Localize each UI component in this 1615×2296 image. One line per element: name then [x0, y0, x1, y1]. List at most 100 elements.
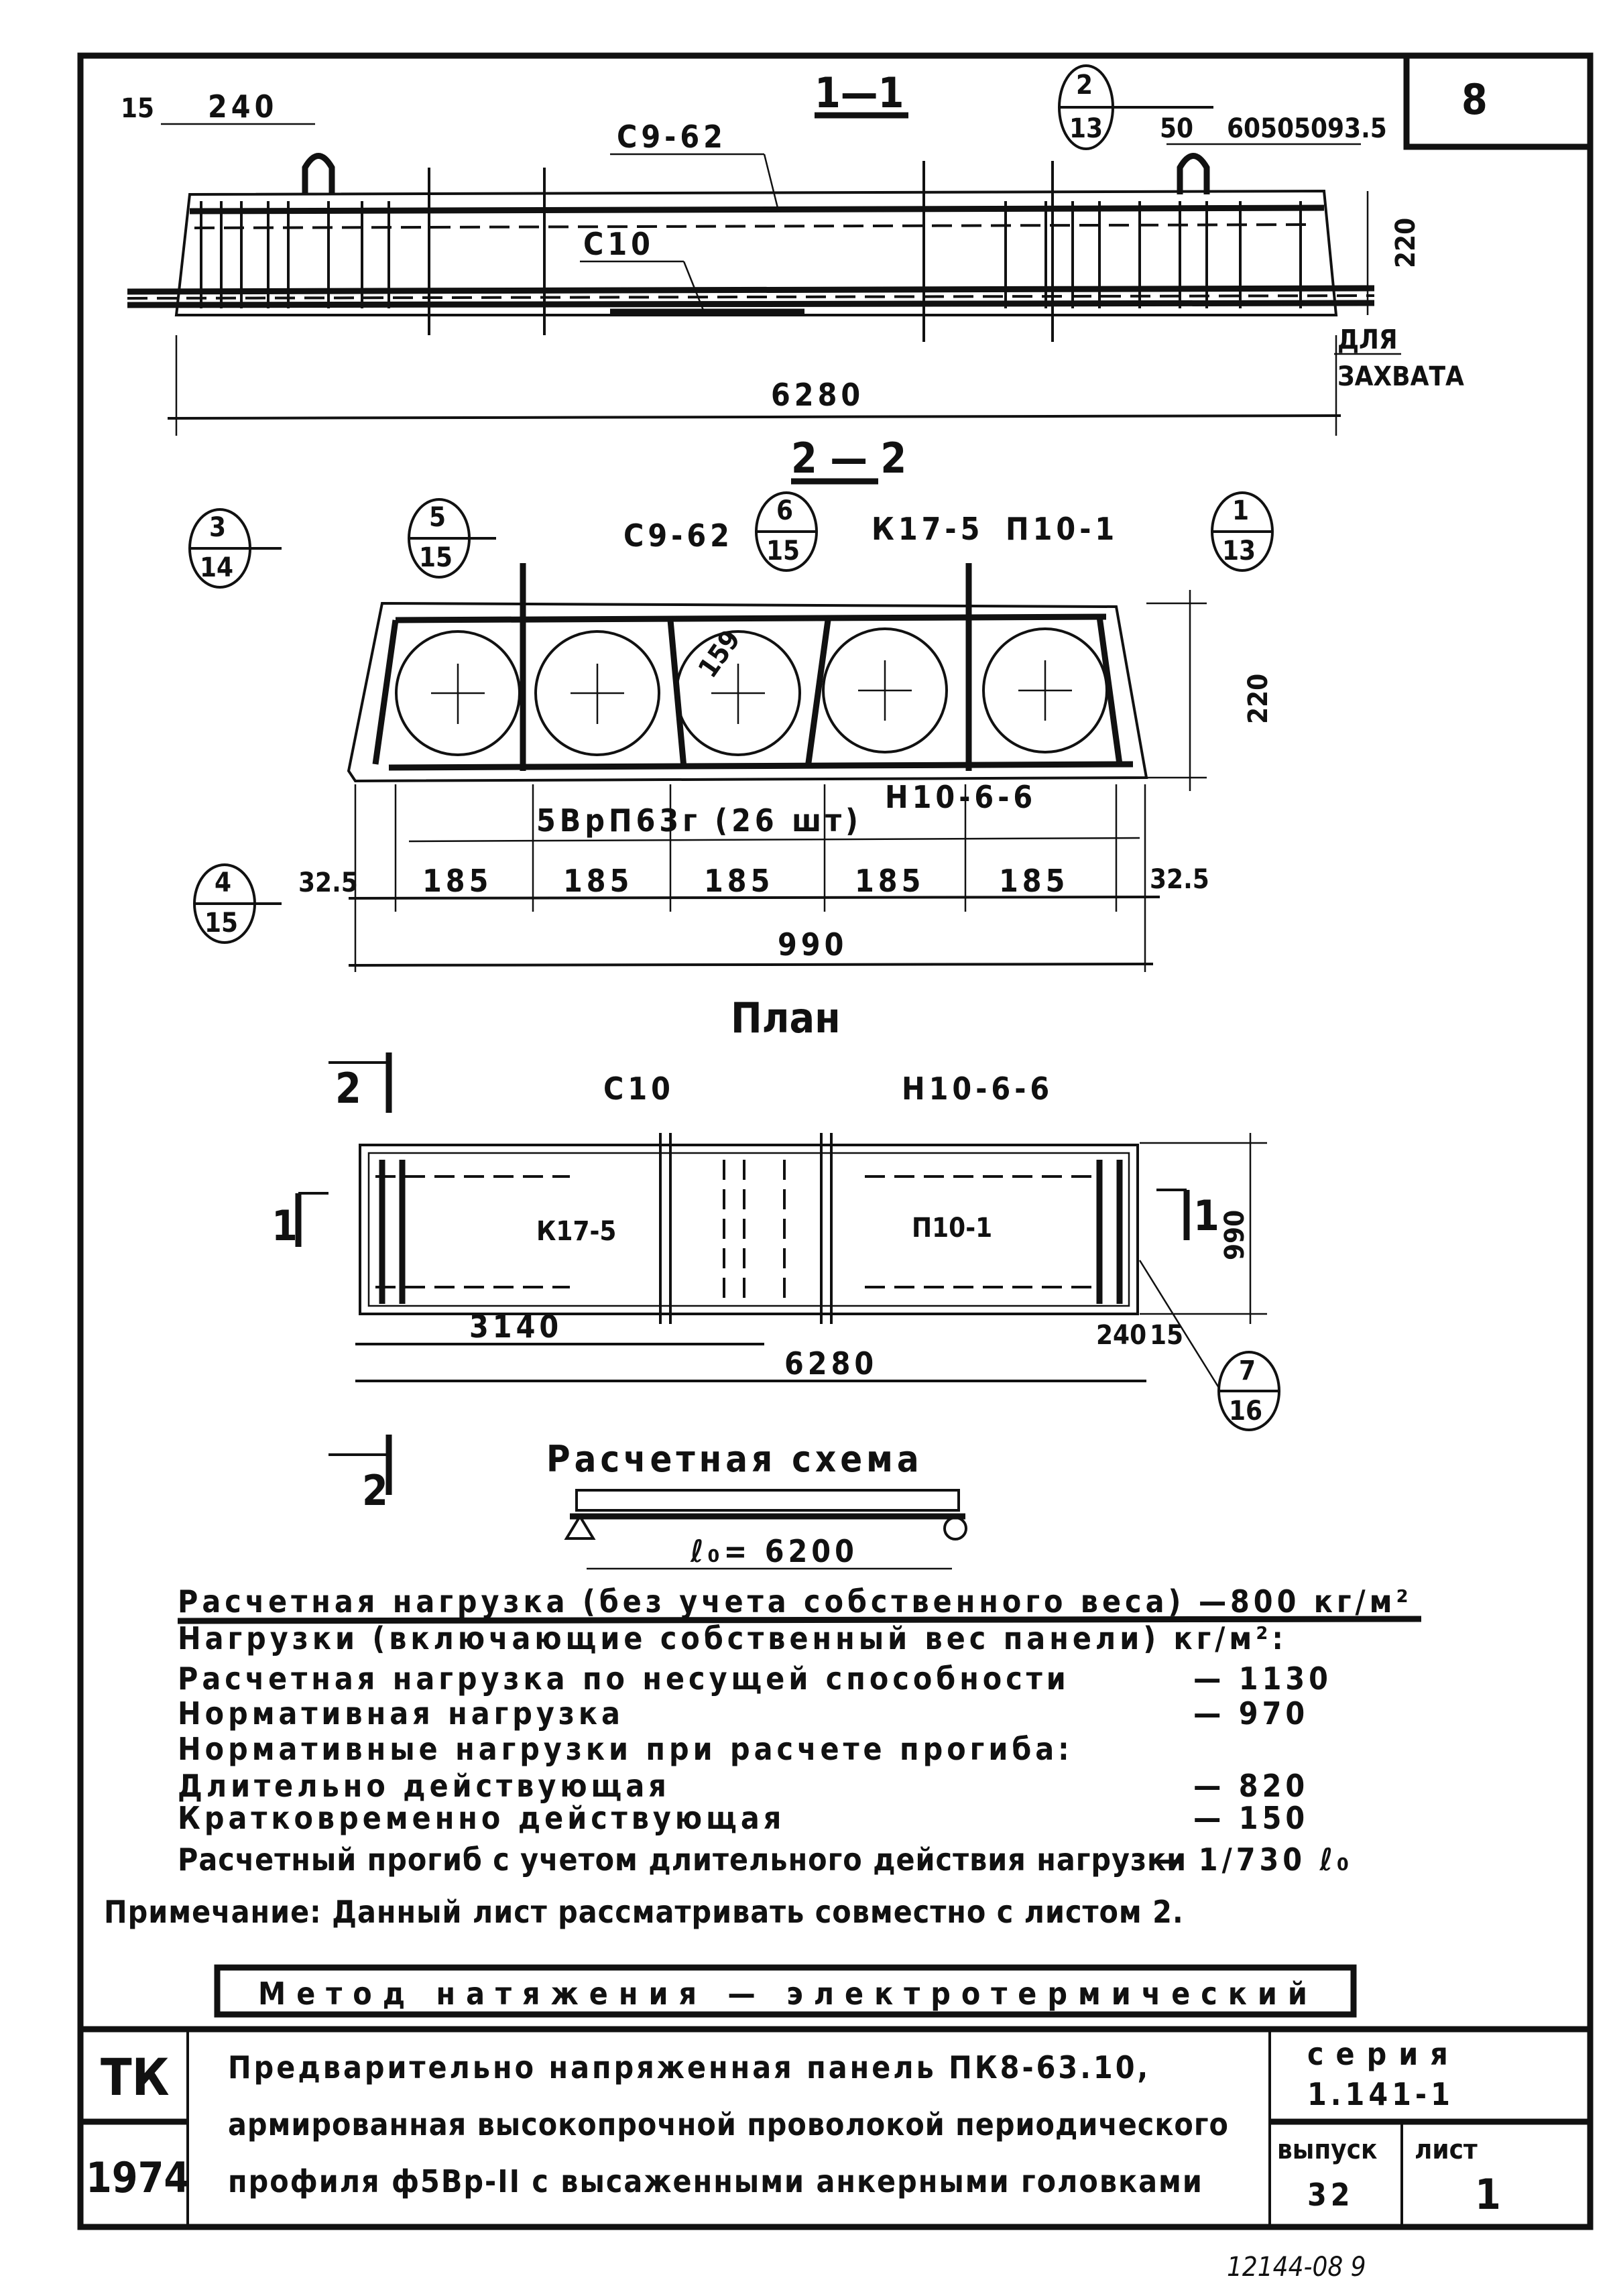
dim-185: 185 [704, 863, 774, 899]
calculation-scheme: Расчетная схема ℓ₀= 6200 [546, 1438, 967, 1570]
dim-93-5: 93.5 [1327, 113, 1387, 144]
load-label: Нормативные нагрузки при расчете прогиба… [178, 1731, 1073, 1767]
method-box: Метод натяжения — электротермический [214, 1964, 1357, 2018]
dim-240: 240 [208, 88, 278, 125]
title-block: ТК 1974 Предварительно напряженная панел… [80, 2026, 1590, 2227]
section-2-2-title: 2 — 2 [791, 434, 906, 483]
dim-15: 15 [1150, 1320, 1183, 1351]
load-label: Расчетная нагрузка по несущей способност… [178, 1660, 1070, 1697]
svg-text:3: 3 [209, 512, 226, 543]
distributed-load-icon [575, 1489, 960, 1512]
label-p10-1: П10-1 [1006, 511, 1118, 547]
reference-bubble-7-16: 716 [1138, 1260, 1280, 1431]
dim-32-5: 32.5 [298, 867, 358, 898]
org-code: ТК [101, 2047, 170, 2107]
label-k17-5: К17-5 [536, 1216, 616, 1247]
label-n10-6-6: Н10-6-6 [885, 779, 1036, 815]
svg-text:1: 1 [272, 1201, 298, 1250]
svg-text:5: 5 [429, 502, 446, 533]
svg-text:2: 2 [362, 1466, 388, 1515]
load-value: 800 кг/м² [1230, 1583, 1413, 1620]
label-wire: 5ВрП63г (26 шт) [536, 802, 862, 839]
lifting-loop-icon [302, 153, 335, 194]
dimension-line [167, 414, 1341, 420]
reference-bubbles: 314 515 615 113 415 [188, 491, 1274, 944]
label-n10-6-6: Н10-6-6 [902, 1071, 1053, 1107]
label-c10: С10 [603, 1071, 674, 1107]
note: Примечание: Данный лист рассматривать со… [104, 1894, 1184, 1930]
svg-text:4: 4 [215, 867, 231, 898]
dim-height-220: 220 [1243, 674, 1274, 724]
section-marker-1: 1 1 [272, 1189, 1219, 1250]
section-2-2: 2 — 2 159 С9-62 К17-5 П10-1 Н10-6-6 5ВрП… [188, 434, 1274, 972]
title-line: Предварительно напряженная панель ПК8-63… [228, 2049, 1150, 2086]
title-line: профиля ф5Вр-II с высаженными анкерными … [228, 2163, 1203, 2199]
dim-50: 50 [1160, 113, 1193, 144]
span-label: ℓ₀= 6200 [690, 1533, 858, 1569]
load-value: — 970 [1193, 1695, 1309, 1732]
loads-list: Расчетная нагрузка (без учета собственно… [104, 1583, 1422, 1930]
section-marker-2: 2 2 [328, 1052, 392, 1515]
sheet-number-box: 8 [1403, 56, 1590, 150]
archive-number: 12144-08 9 [1227, 2252, 1366, 2283]
load-value: — 1130 [1193, 1660, 1332, 1697]
svg-text:16: 16 [1229, 1396, 1262, 1427]
load-value: — 150 [1193, 1800, 1309, 1836]
load-label: Нормативная нагрузка [178, 1695, 624, 1732]
section-1-1-title: 1—1 [815, 68, 904, 117]
label-c9-62: С9-62 [623, 518, 733, 554]
section-1-1: 1—1 15 240 50 60 50 50 93.5 220 С9-62 С1… [121, 64, 1464, 436]
sheet-label: лист [1415, 2134, 1478, 2165]
svg-text:6: 6 [776, 495, 793, 526]
calc-scheme-title: Расчетная схема [546, 1438, 923, 1480]
load-value: — 1/730 ℓ₀ [1153, 1841, 1353, 1878]
dim-185: 185 [422, 863, 492, 899]
series-label: серия [1307, 2036, 1460, 2072]
dim-240: 240 [1096, 1320, 1146, 1351]
svg-text:14: 14 [200, 552, 233, 583]
pin-support-icon [564, 1514, 596, 1540]
svg-text:2: 2 [1076, 70, 1093, 101]
load-label: Кратковременно действующая [178, 1800, 785, 1836]
issue-value: 32 [1307, 2177, 1354, 2213]
year: 1974 [86, 2153, 190, 2202]
dim-height-220: 220 [1390, 218, 1421, 268]
svg-text:13: 13 [1069, 113, 1103, 144]
label-grip-1: ДЛЯ [1337, 324, 1398, 355]
plan-title: План [731, 993, 841, 1042]
dim-6280: 6280 [784, 1345, 878, 1382]
svg-text:7: 7 [1239, 1355, 1256, 1386]
svg-text:1: 1 [1193, 1191, 1219, 1240]
dim-15: 15 [121, 93, 154, 124]
roller-support-icon [943, 1516, 967, 1540]
dim-185: 185 [563, 863, 633, 899]
svg-text:2: 2 [335, 1064, 361, 1113]
plan-view: План К17-5 П10-1 С10 Н10-6-6 2 2 1 1 990… [272, 993, 1280, 1515]
label-p10-1: П10-1 [912, 1213, 992, 1244]
load-label: Расчетный прогиб с учетом длительного де… [178, 1841, 1187, 1878]
svg-text:15: 15 [419, 542, 453, 573]
dim-990: 990 [778, 926, 847, 963]
label-grip-2: ЗАХВАТА [1337, 361, 1464, 392]
method-text: Метод натяжения — электротермический [258, 1976, 1318, 2012]
dim-185: 185 [999, 863, 1069, 899]
svg-text:1: 1 [1232, 495, 1249, 526]
dim-185: 185 [855, 863, 924, 899]
lifting-loop-icon [1177, 153, 1210, 194]
svg-text:15: 15 [204, 908, 238, 939]
sheet-number: 8 [1461, 75, 1488, 124]
issue-label: выпуск [1277, 2134, 1377, 2165]
load-label: Расчетная нагрузка (без учета собственно… [178, 1583, 1230, 1620]
dim-32-5: 32.5 [1150, 864, 1209, 895]
dim-6280: 6280 [771, 377, 864, 413]
label-k17-5: К17-5 [872, 511, 983, 547]
sheet-frame [77, 52, 1594, 2230]
dim-50: 50 [1260, 113, 1294, 144]
dim-3140: 3140 [469, 1309, 562, 1345]
load-value: — 820 [1193, 1768, 1309, 1804]
series-value: 1.141-1 [1307, 2076, 1454, 2112]
reference-bubble-2-13: 2 13 [1058, 64, 1213, 150]
svg-text:13: 13 [1222, 536, 1256, 566]
sheet-value: 1 [1475, 2170, 1501, 2219]
